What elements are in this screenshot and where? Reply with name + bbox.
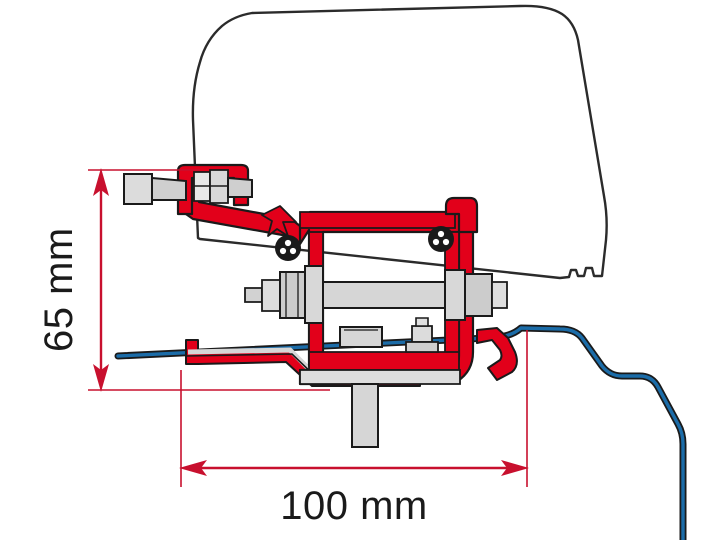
through-bolt-shank	[322, 281, 446, 309]
stud-bolt-center	[405, 317, 439, 353]
carriage-bolt-shaft-right	[227, 176, 253, 198]
roof-rail	[114, 324, 687, 540]
dimension-vertical-65mm: 65 mm	[37, 168, 330, 392]
through-bolt-washer-left	[261, 279, 281, 312]
hex-nut-left-flange	[304, 265, 324, 324]
dim-v-arrow-bottom	[93, 364, 109, 392]
carriage-bolt-head	[123, 173, 153, 205]
red-right-descent-strip	[476, 327, 518, 381]
through-bolt-tip-left	[244, 287, 263, 303]
spacer-block	[339, 326, 383, 348]
dimension-horizontal-label: 100 mm	[280, 484, 428, 528]
hex-nut-right-flange	[444, 269, 466, 321]
dim-v-arrow-top	[93, 168, 109, 196]
vehicle-body-outline	[191, 4, 608, 280]
dimension-horizontal-100mm: 100 mm	[179, 330, 529, 528]
metal-hardware	[123, 169, 508, 448]
base-mounting-plate	[299, 369, 461, 385]
dim-h-arrow-left	[179, 460, 207, 476]
red-top-member	[299, 211, 456, 229]
hex-nut-right	[464, 273, 493, 317]
screw-rosette-right	[428, 226, 454, 252]
red-top-right-hook	[444, 196, 479, 234]
dim-h-arrow-right	[501, 460, 529, 476]
hex-nut-left	[279, 271, 306, 319]
dimension-vertical-label: 65 mm	[37, 227, 81, 352]
red-arm-fork-detail	[261, 205, 297, 237]
screw-rosette-left	[275, 235, 301, 261]
through-bolt-tip-right	[491, 281, 508, 309]
vehicle-body	[191, 4, 608, 280]
roof-rail-blue-core	[116, 326, 685, 540]
carriage-bolt-shaft-left	[151, 176, 187, 201]
vertical-post	[351, 383, 379, 448]
red-bottom-member	[308, 351, 460, 371]
hex-nut-left-facets	[285, 272, 299, 318]
